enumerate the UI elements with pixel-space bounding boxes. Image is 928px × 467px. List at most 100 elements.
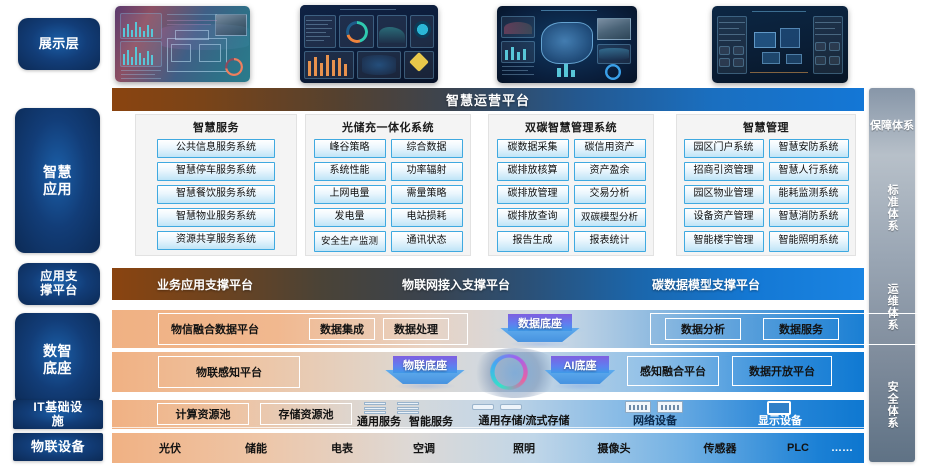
guarantee-system-column[interactable]: 保障体系 标准体系 运维体系 安全体系 — [869, 88, 915, 462]
platform-plate-iot-base-label: 物联底座 — [392, 356, 458, 373]
app-chip[interactable]: 功率辐射 — [390, 162, 463, 181]
app-chip[interactable]: 资产盈余 — [573, 162, 646, 181]
app-chip[interactable]: 碳排放管理 — [496, 185, 569, 204]
thumbnail-national-map-dashboard[interactable] — [497, 6, 637, 83]
iot-sensing-platform-box[interactable]: 物联感知平台 — [158, 356, 300, 388]
layer-label-smart-application-text: 智慧 应用 — [43, 164, 72, 197]
app-chip[interactable]: 资源共享服务系统 — [157, 231, 275, 250]
box-storage-resource-pool[interactable]: 存储资源池 — [260, 403, 352, 425]
device-label-hvac[interactable]: 空调 — [413, 442, 435, 455]
support-platform-carbon[interactable]: 碳数据模型支撑平台 — [652, 277, 761, 292]
app-chip[interactable]: 安全生产监测 — [313, 231, 386, 252]
device-label-plc[interactable]: PLC — [787, 441, 809, 454]
app-chip[interactable]: 公共信息服务系统 — [157, 139, 275, 158]
display-device-icon — [767, 401, 791, 415]
app-chip[interactable]: 智慧物业服务系统 — [157, 208, 275, 227]
platform-plate-ai-base[interactable]: AI底座 — [540, 354, 620, 390]
app-chip[interactable]: 系统性能 — [313, 162, 386, 181]
platform-title-bar: 智慧运营平台 — [112, 88, 864, 111]
thumbnail-energy-floorplan-dashboard[interactable] — [115, 6, 250, 82]
support-platform-iot[interactable]: 物联网接入支撑平台 — [402, 277, 511, 292]
app-chip[interactable]: 智慧消防系统 — [768, 208, 849, 227]
layer-label-data-intelligence-base-text: 数智 底座 — [43, 343, 72, 376]
device-label-camera[interactable]: 摄像头 — [597, 442, 631, 455]
app-chip[interactable]: 需量策略 — [390, 185, 463, 204]
layer-label-application-support-text: 应用支 撑平台 — [40, 269, 78, 297]
app-chip[interactable]: 园区物业管理 — [683, 185, 764, 204]
label-general-stream-storage: 通用存储/流式存储 — [478, 415, 570, 427]
app-group-title: 智慧服务 — [193, 122, 239, 134]
app-chip[interactable]: 能耗监测系统 — [768, 185, 849, 204]
box-compute-resource-pool-label: 计算资源池 — [175, 409, 231, 421]
device-label-sensor[interactable]: 传感器 — [703, 442, 737, 455]
data-platform-right-group: 数据分析 数据服务 — [650, 313, 928, 345]
guarantee-system-title: 保障体系 — [870, 120, 914, 133]
server-icon — [364, 402, 386, 416]
data-box-analysis[interactable]: 数据分析 — [665, 318, 741, 340]
app-group-title: 光储充一体化系统 — [342, 122, 434, 134]
app-chip[interactable]: 智慧餐饮服务系统 — [157, 185, 275, 204]
data-box-processing[interactable]: 数据处理 — [383, 318, 449, 340]
support-platform-business[interactable]: 业务应用支撑平台 — [157, 277, 254, 292]
app-chip[interactable]: 碳排放核算 — [496, 162, 569, 181]
layer-label-iot-devices[interactable]: 物联设备 — [13, 433, 103, 461]
layer-label-presentation-text: 展示层 — [38, 35, 80, 51]
layer-label-application-support[interactable]: 应用支 撑平台 — [18, 263, 100, 305]
box-storage-resource-pool-label: 存储资源池 — [278, 409, 334, 421]
platform-plate-data-base-label: 数据底座 — [507, 314, 573, 331]
app-chip[interactable]: 报表统计 — [573, 231, 646, 252]
data-platform-left-box[interactable]: 物信融合数据平台 数据集成 数据处理 — [158, 313, 468, 345]
server-icon — [397, 402, 419, 416]
app-group-title: 智慧管理 — [743, 122, 789, 134]
support-platform-band: 业务应用支撑平台 物联网接入支撑平台 碳数据模型支撑平台 — [112, 268, 864, 300]
app-chip[interactable]: 交易分析 — [573, 185, 646, 204]
app-chip[interactable]: 上网电量 — [313, 185, 386, 204]
app-group-dual-carbon: 双碳智慧管理系统 碳数据采集 碳排放核算 碳排放管理 碳排放查询 报告生成 碳信… — [488, 114, 654, 256]
device-label-meter[interactable]: 电表 — [331, 442, 353, 455]
app-chip[interactable]: 园区门户系统 — [683, 139, 764, 158]
layer-label-data-intelligence-base[interactable]: 数智 底座 — [15, 313, 100, 406]
data-box-service[interactable]: 数据服务 — [763, 318, 839, 340]
guarantee-item-operations: 运维体系 — [886, 282, 899, 331]
layer-label-it-infrastructure[interactable]: IT基础设 施 — [13, 400, 103, 429]
app-chip[interactable]: 智慧安防系统 — [768, 139, 849, 158]
it-infrastructure-row: 计算资源池 存储资源池 通用服务 智能服务 通用存储/流式存储 网络设备 显示设… — [112, 400, 864, 429]
layer-label-presentation[interactable]: 展示层 — [18, 18, 100, 70]
app-chip[interactable]: 通讯状态 — [390, 231, 463, 252]
box-data-open-platform-label: 数据开放平台 — [749, 366, 815, 378]
app-chip[interactable]: 峰谷策略 — [313, 139, 386, 158]
app-chip[interactable]: 综合数据 — [390, 139, 463, 158]
app-chip[interactable]: 碳信用资产 — [573, 139, 646, 158]
box-compute-resource-pool[interactable]: 计算资源池 — [157, 403, 249, 425]
thumbnail-operations-overview-dashboard[interactable] — [300, 5, 438, 83]
data-platform-row: 物信融合数据平台 数据集成 数据处理 数据底座 数据分析 数据服务 — [112, 310, 928, 348]
app-chip[interactable]: 碳数据采集 — [496, 139, 569, 158]
platform-plate-iot-base[interactable]: 物联底座 — [380, 354, 470, 390]
layer-label-smart-application[interactable]: 智慧 应用 — [15, 108, 100, 253]
app-chip[interactable]: 碳排放查询 — [496, 208, 569, 227]
app-chip[interactable]: 发电量 — [313, 208, 386, 227]
app-group-title: 双碳智慧管理系统 — [525, 122, 617, 134]
app-chip[interactable]: 设备资产管理 — [683, 208, 764, 227]
device-label-ellipsis: …… — [831, 441, 853, 454]
data-box-integration[interactable]: 数据集成 — [309, 318, 375, 340]
device-label-lighting[interactable]: 照明 — [513, 442, 535, 455]
app-chip[interactable]: 智慧停车服务系统 — [157, 162, 275, 181]
box-sensing-fusion-platform[interactable]: 感知融合平台 — [627, 356, 719, 386]
box-data-open-platform[interactable]: 数据开放平台 — [732, 356, 832, 386]
device-label-storage[interactable]: 储能 — [245, 442, 267, 455]
app-group-smart-management: 智慧管理 园区门户系统 招商引资管理 园区物业管理 设备资产管理 智能楼宇管理 … — [676, 114, 856, 256]
app-chip[interactable]: 智能照明系统 — [768, 231, 849, 252]
app-chip[interactable]: 智慧人行系统 — [768, 162, 849, 181]
platform-plate-ai-base-label: AI底座 — [551, 356, 609, 373]
platform-plate-data-base[interactable]: 数据底座 — [495, 312, 585, 348]
app-chip[interactable]: 电站损耗 — [390, 208, 463, 227]
app-chip[interactable]: 报告生成 — [496, 231, 569, 252]
storage-disk-icon — [500, 404, 522, 410]
device-label-pv[interactable]: 光伏 — [159, 442, 181, 455]
layer-label-it-infrastructure-text: IT基础设 施 — [33, 399, 83, 428]
app-chip[interactable]: 智能楼宇管理 — [683, 231, 764, 252]
thumbnail-digital-twin-park-dashboard[interactable] — [712, 6, 848, 83]
app-chip[interactable]: 招商引资管理 — [683, 162, 764, 181]
app-chip[interactable]: 双碳模型分析 — [573, 208, 646, 227]
